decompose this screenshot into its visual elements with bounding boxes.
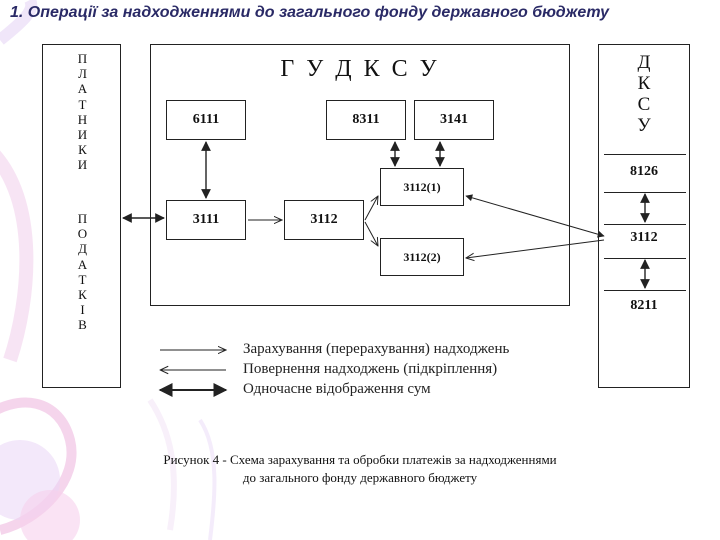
payers-letter: К (78, 142, 87, 158)
account-box-6111: 6111 (166, 100, 246, 140)
dksu-code-8211: 8211 (630, 298, 658, 313)
account-box-3112-1: 3112(1) (380, 168, 464, 206)
payers-letter: Т (78, 96, 87, 112)
taxes-letter: О (77, 226, 88, 242)
dksu-divider (604, 290, 686, 291)
dksu-code-3112: 3112 (630, 230, 658, 245)
treasury-main-box (150, 44, 570, 306)
dksu-divider (604, 154, 686, 155)
slide-title: 1. Операції за надходженнями до загально… (10, 4, 610, 21)
treasury-title: Г У Д К С У (280, 56, 440, 82)
figure-caption-line2: до загального фонду державного бюджету (242, 470, 478, 485)
taxes-letter: К (78, 287, 87, 303)
payers-letters: П Л А Т Н И К И (43, 51, 122, 173)
dksu-code-8126: 8126 (630, 164, 658, 179)
taxes-letter: Т (78, 271, 87, 287)
account-box-3112: 3112 (284, 200, 364, 240)
account-box-3111: 3111 (166, 200, 246, 240)
dksu-letter: У (637, 115, 651, 136)
legend-accrual-label: Зарахування (перерахування) надходжень (243, 341, 510, 357)
dksu-letter: С (637, 94, 651, 115)
payers-column: П Л А Т Н И К И П О Д А Т К І В (42, 44, 121, 388)
account-box-8311: 8311 (326, 100, 406, 140)
payers-letter: А (77, 81, 88, 97)
taxes-letter: І (80, 302, 85, 318)
legend-refund-label: Повернення надходжень (підкріплення) (243, 361, 498, 377)
dksu-divider (604, 258, 686, 259)
legend-simultaneous-label: Одночасне відображення сум (243, 381, 431, 397)
dksu-letters: Д К С У (598, 52, 690, 136)
payers-letter: П (77, 51, 88, 66)
taxes-letter: А (77, 256, 88, 272)
account-box-3112-2: 3112(2) (380, 238, 464, 276)
dksu-letter: К (637, 73, 651, 94)
dksu-letter: Д (637, 52, 651, 73)
figure-caption-line1: Рисунок 4 - Схема зарахування та обробки… (163, 452, 557, 467)
dksu-divider (604, 192, 686, 193)
payers-letter: И (77, 127, 88, 143)
dksu-divider (604, 224, 686, 225)
taxes-letter: В (78, 317, 87, 333)
account-box-3141: 3141 (414, 100, 494, 140)
taxes-letters: П О Д А Т К І В (43, 211, 122, 333)
payers-letter: Н (77, 111, 88, 127)
taxes-letter: П (77, 211, 88, 226)
payers-letter: Л (78, 66, 87, 82)
payers-letter: И (77, 157, 88, 173)
taxes-letter: Д (78, 241, 87, 257)
